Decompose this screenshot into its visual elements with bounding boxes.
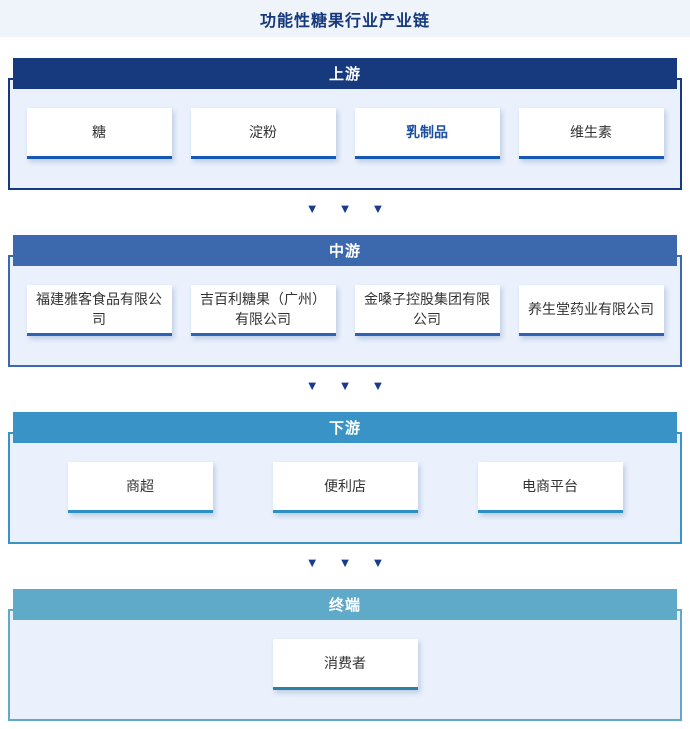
down-arrow-icon: ▼ [305, 201, 319, 216]
card-row: 糖淀粉乳制品维生素 [26, 108, 664, 159]
card-row: 福建雅客食品有限公司吉百利糖果（广州）有限公司金嗓子控股集团有限公司养生堂药业有… [26, 285, 664, 336]
section-downstream: 下游 商超 便利店 电商平台 [0, 412, 690, 544]
arrow-separator: ▼ ▼ ▼ [0, 378, 690, 394]
page-title: 功能性糖果行业产业链 [259, 12, 430, 30]
section-header: 终端 [13, 589, 677, 620]
down-arrow-icon: ▼ [338, 378, 352, 393]
section-body: 福建雅客食品有限公司吉百利糖果（广州）有限公司金嗓子控股集团有限公司养生堂药业有… [8, 255, 682, 367]
chain-card: 金嗓子控股集团有限公司 [354, 285, 500, 336]
down-arrow-icon: ▼ [305, 378, 319, 393]
chain-card: 福建雅客食品有限公司 [26, 285, 172, 336]
section-midstream: 中游 福建雅客食品有限公司吉百利糖果（广州）有限公司金嗓子控股集团有限公司养生堂… [0, 235, 690, 367]
chain-card: 淀粉 [190, 108, 336, 159]
down-arrow-icon: ▼ [305, 555, 319, 570]
section-header: 中游 [13, 235, 677, 266]
card-row: 商超 便利店 电商平台 [26, 462, 664, 513]
chain-card: 消费者 [272, 639, 418, 690]
arrow-separator: ▼ ▼ ▼ [0, 201, 690, 217]
arrow-separator: ▼ ▼ ▼ [0, 555, 690, 571]
down-arrow-icon: ▼ [338, 555, 352, 570]
section-terminal: 终端 消费者 [0, 589, 690, 721]
card-row: 消费者 [26, 639, 664, 690]
down-arrow-icon: ▼ [371, 201, 385, 216]
down-arrow-icon: ▼ [371, 555, 385, 570]
chain-card: 糖 [26, 108, 172, 159]
chain-card[interactable]: 乳制品 [354, 108, 500, 159]
down-arrow-icon: ▼ [371, 378, 385, 393]
chain-flow: 上游 糖淀粉乳制品维生素 ▼ ▼ ▼ 中游 福建雅客食品有限公司吉百利糖果（广州… [0, 58, 690, 721]
chain-card: 商超 [67, 462, 213, 513]
section-header: 下游 [13, 412, 677, 443]
chain-card: 吉百利糖果（广州）有限公司 [190, 285, 336, 336]
chain-card: 便利店 [272, 462, 418, 513]
page-title-bar: 功能性糖果行业产业链 [0, 0, 690, 37]
section-body: 糖淀粉乳制品维生素 [8, 78, 682, 190]
section-header: 上游 [13, 58, 677, 89]
section-body: 消费者 [8, 609, 682, 721]
chain-card: 养生堂药业有限公司 [518, 285, 664, 336]
down-arrow-icon: ▼ [338, 201, 352, 216]
chain-card: 维生素 [518, 108, 664, 159]
section-upstream: 上游 糖淀粉乳制品维生素 [0, 58, 690, 190]
chain-card: 电商平台 [477, 462, 623, 513]
section-body: 商超 便利店 电商平台 [8, 432, 682, 544]
